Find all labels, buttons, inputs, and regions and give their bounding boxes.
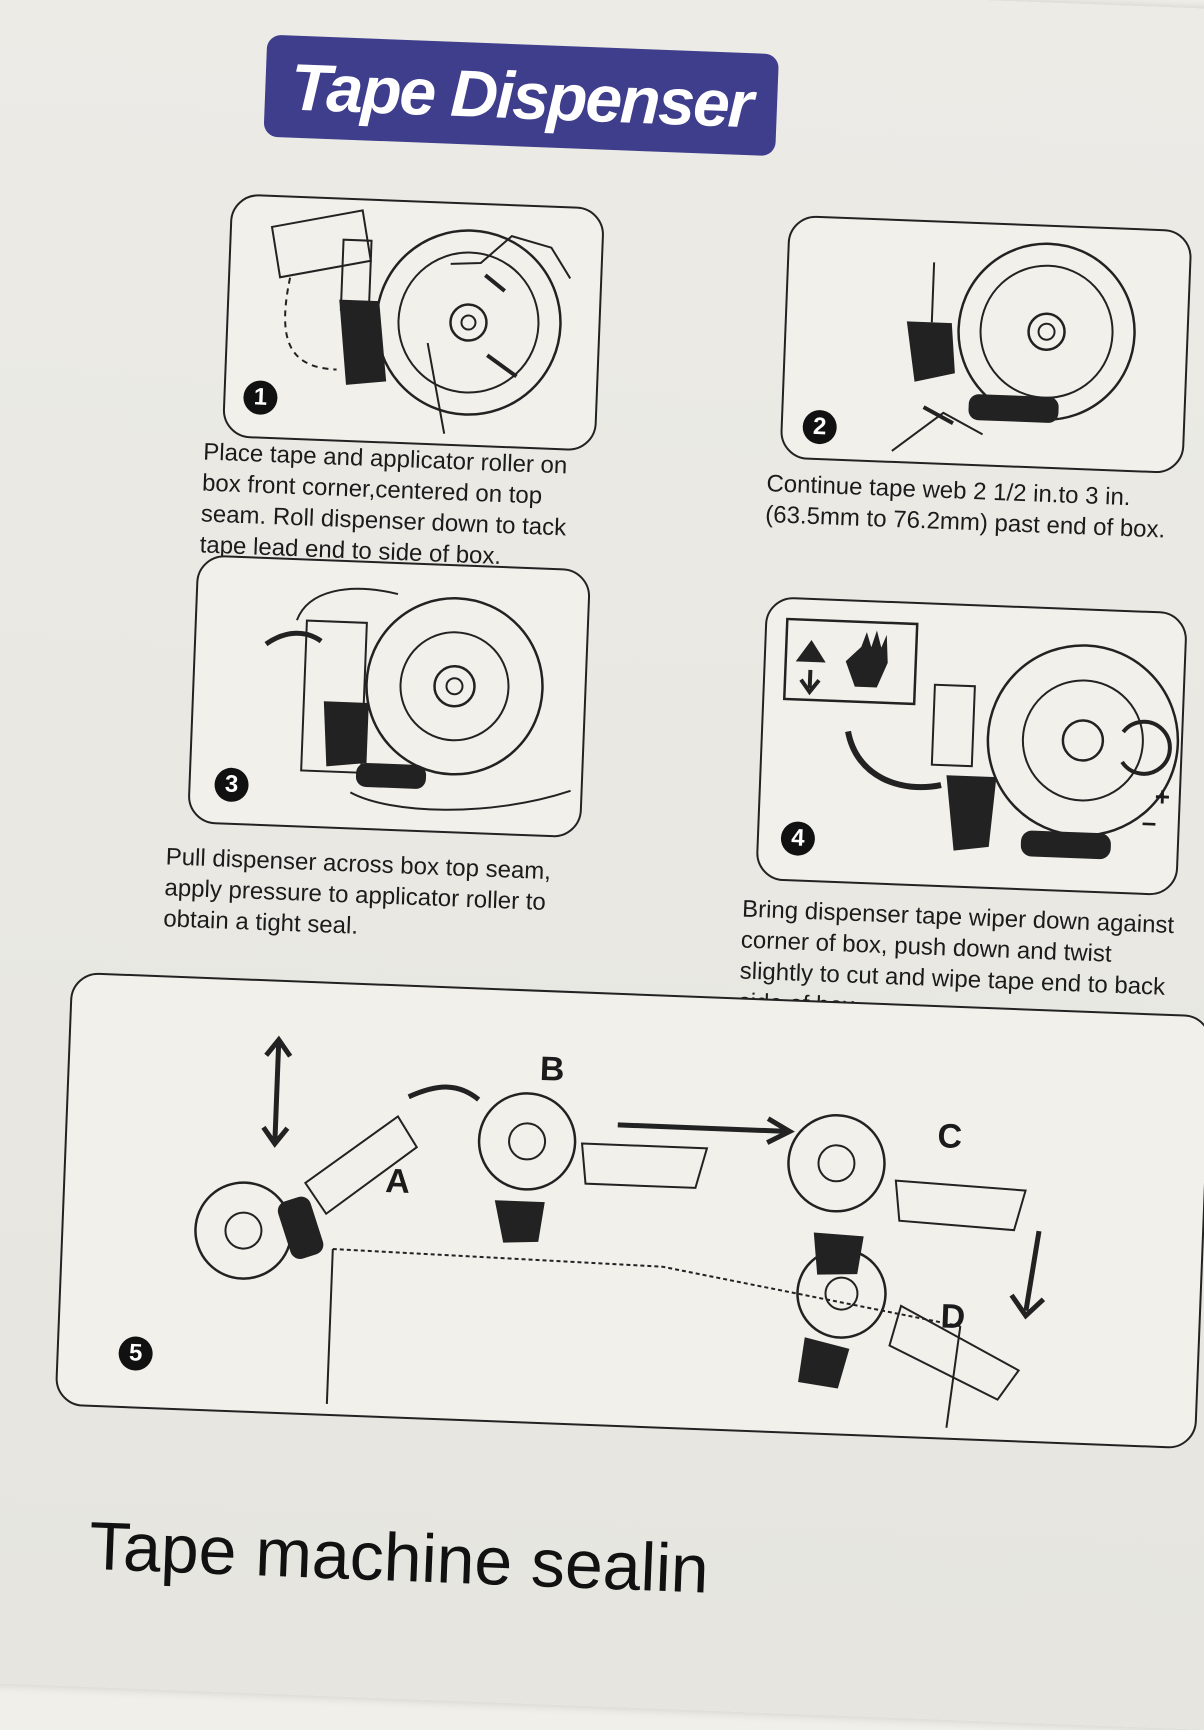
- step-1-illustration: [270, 209, 572, 434]
- step-4-illustration: [782, 617, 1180, 860]
- step-4-panel: + – 4: [755, 596, 1188, 897]
- step-5-panel: A B C D 5: [54, 971, 1204, 1450]
- step-5-label-d: D: [939, 1297, 966, 1337]
- step-2-caption: Continue tape web 2 1/2 in.to 3 in. (63.…: [764, 470, 1166, 544]
- step-5-label-c: C: [936, 1117, 963, 1157]
- step-3-panel: 3: [187, 554, 592, 839]
- page-title: Tape Dispenser: [289, 49, 754, 142]
- step-3-caption: Pull dispenser across box top seam, appl…: [162, 843, 552, 940]
- step-2-panel: 2: [779, 214, 1193, 475]
- step-4-minus: –: [1141, 806, 1157, 838]
- footer-text: Tape machine sealin: [87, 1507, 711, 1608]
- step-2-illustration: [891, 242, 1136, 452]
- step-3-illustration: [264, 587, 571, 811]
- step-1-panel: 1: [221, 193, 605, 452]
- step-1-caption: Place tape and applicator roller on box …: [199, 438, 568, 570]
- step-5-label-b: B: [539, 1049, 566, 1089]
- title-badge: Tape Dispenser: [263, 34, 779, 157]
- step-5-illustration: [194, 1035, 1046, 1428]
- step-5-label-a: A: [384, 1162, 411, 1201]
